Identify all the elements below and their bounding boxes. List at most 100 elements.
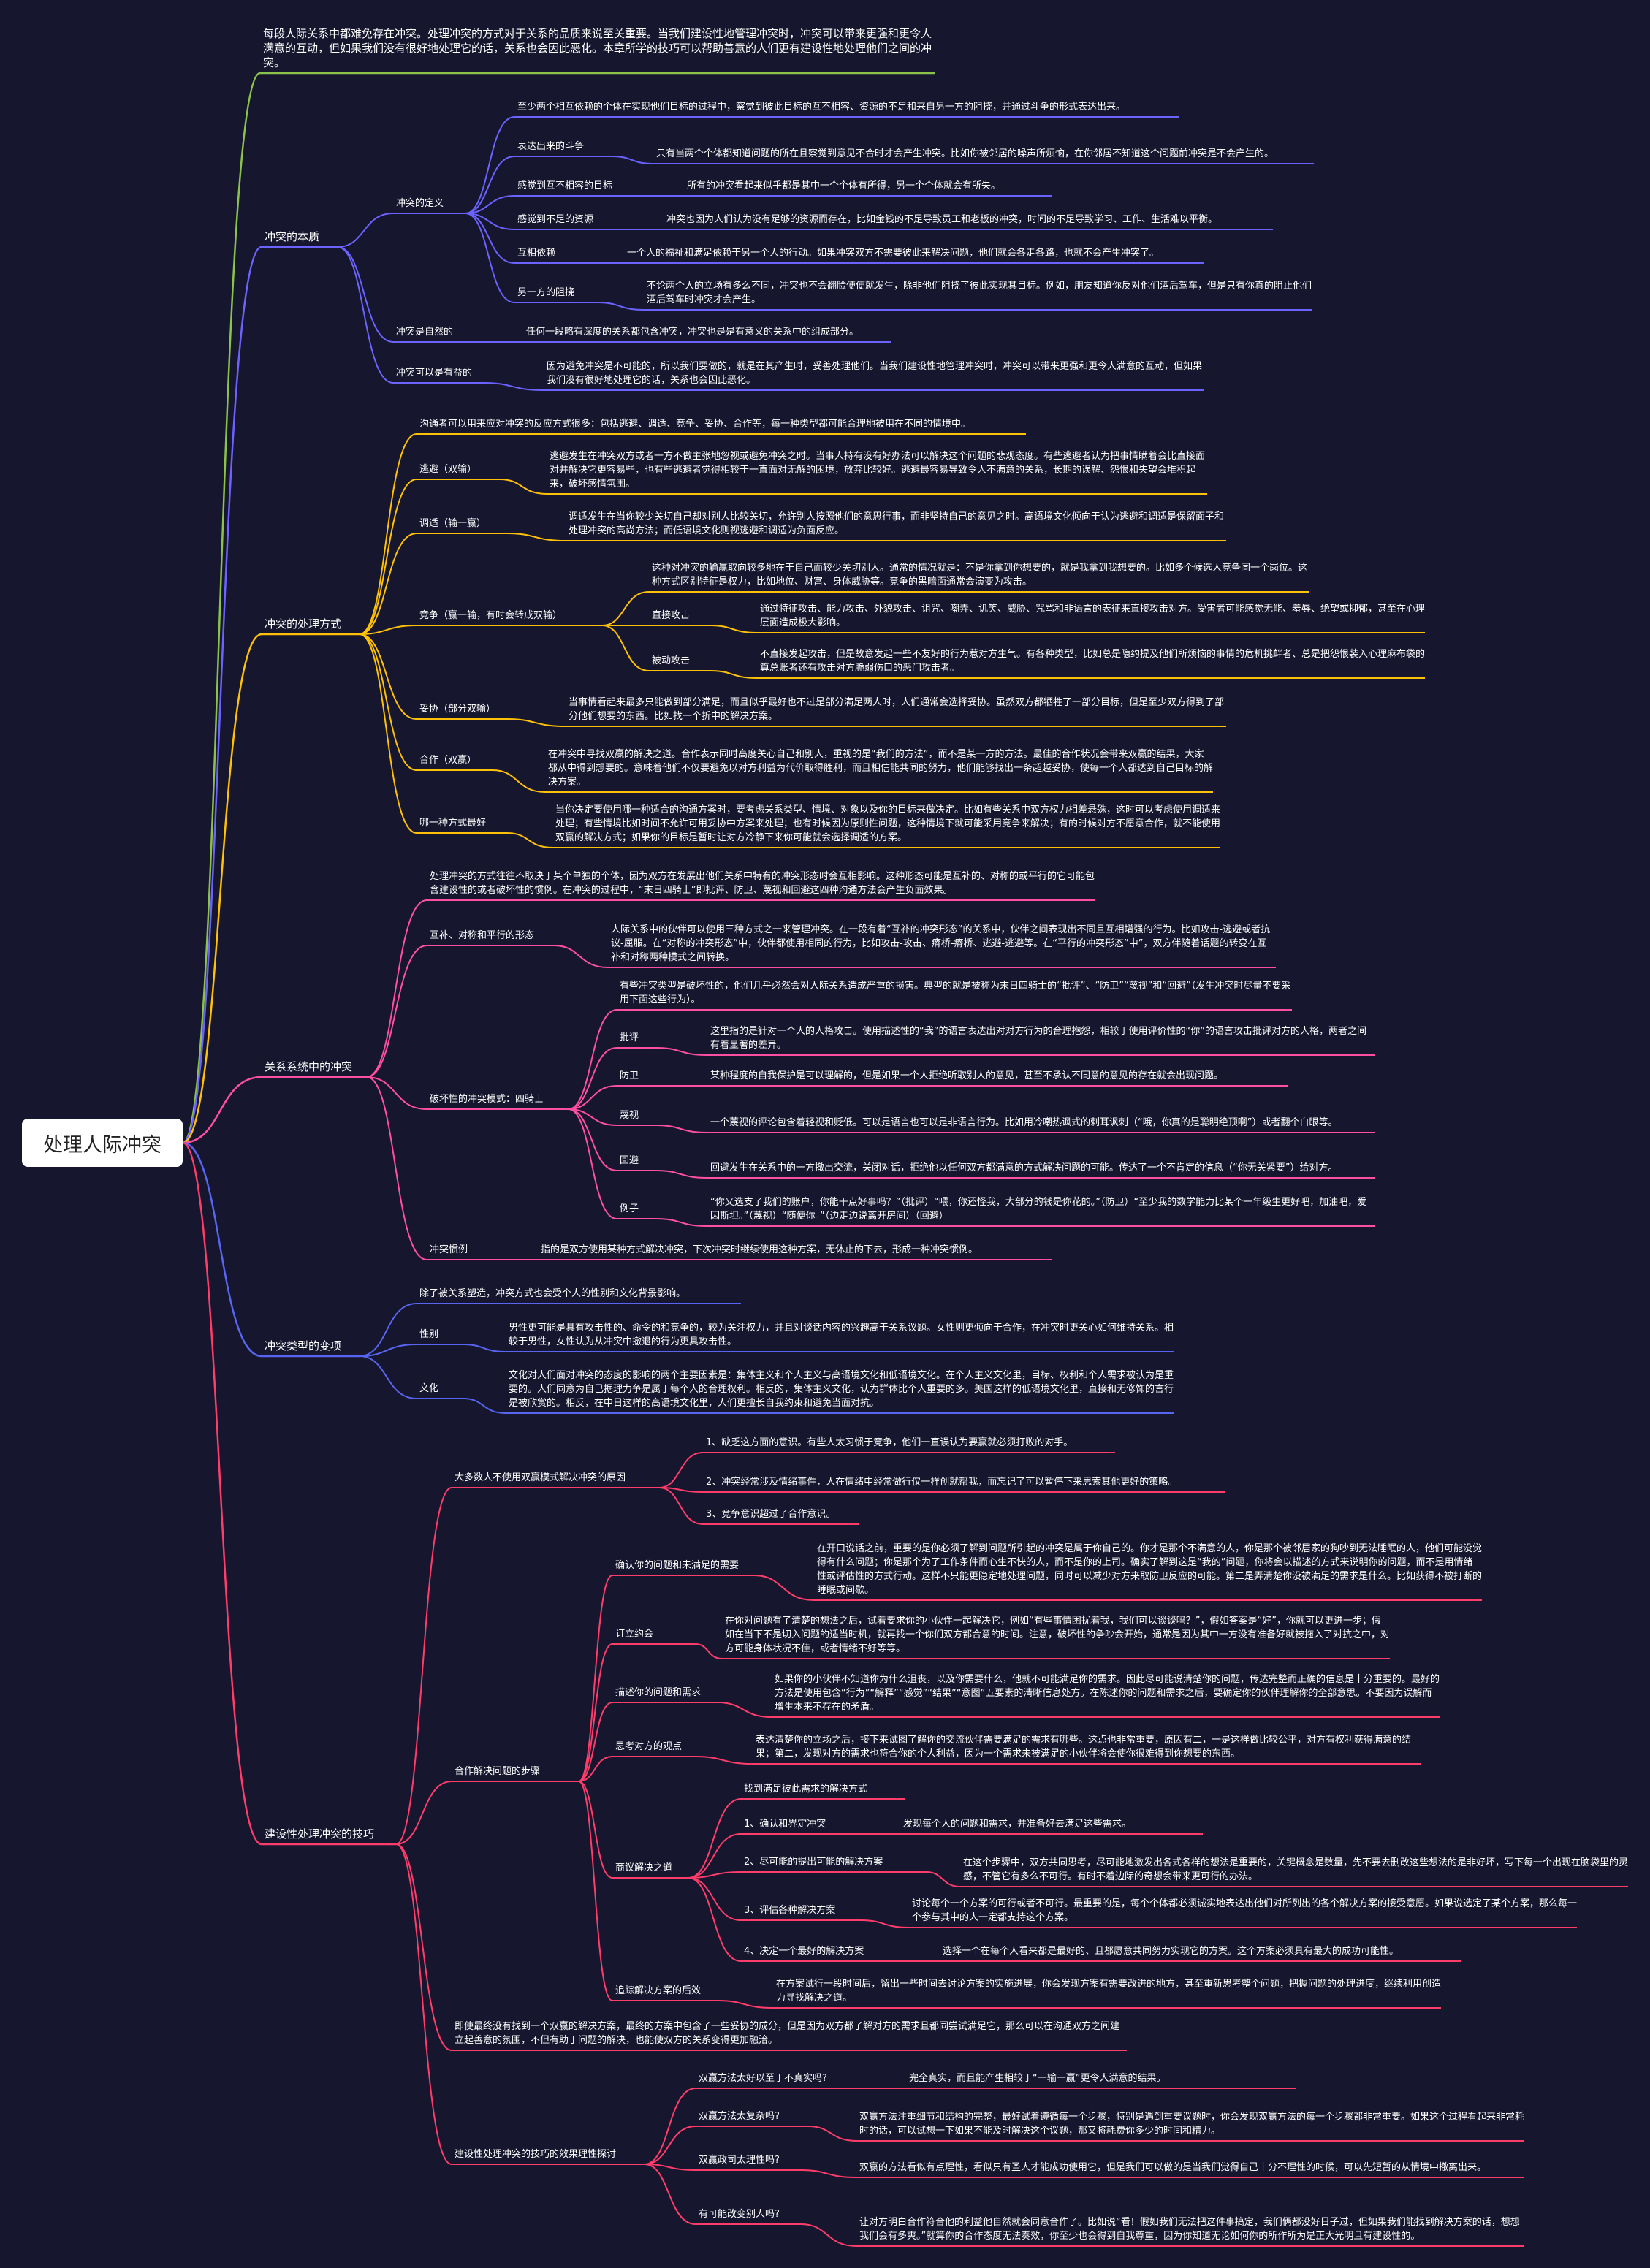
node-b1[interactable]: 逃避（双输）	[419, 464, 477, 475]
node-b[interactable]: 冲突的处理方式	[265, 617, 342, 631]
node-e2-4[interactable]: 思考对方的观点	[615, 1741, 683, 1752]
node-e2-5-2d[interactable]: 在这个步骤中，双方共同思考，尽可能地激发出各式各样的想法是重要的，关键概念是数量…	[963, 1857, 1629, 1882]
node-e3[interactable]: 即使最终没有找到一个双赢的解决方案，最终的方案中包含了一些妥协的成分，但是因为双…	[455, 2021, 1120, 2046]
node-c2-3d[interactable]: 一个蔑视的评论包含着轻视和贬低。可以是语言也可以是非语言行为。比如用冷嘲热讽式的…	[710, 1117, 1338, 1128]
node-b3bd[interactable]: 不直接发起攻击，但是故意发起一些不友好的行为惹对方生气。有各种类型，比如总是隐约…	[760, 649, 1426, 674]
node-a1-0[interactable]: 至少两个相互依赖的个体在实现他们目标的过程中，察觉到彼此目标的互不相容、资源的不…	[517, 102, 1126, 113]
node-e4-4[interactable]: 有可能改变别人吗?	[699, 2209, 780, 2220]
node-c2-4[interactable]: 回避	[620, 1155, 639, 1166]
node-b5[interactable]: 合作（双赢）	[419, 755, 477, 766]
node-b3d[interactable]: 这种对冲突的输赢取向较多地在于自己而较少关切别人。通常的情况就是：不是你拿到你想…	[652, 563, 1308, 587]
node-d0[interactable]: 除了被关系塑造，冲突方式也会受个人的性别和文化背景影响。	[419, 1288, 686, 1299]
node-e4-1d[interactable]: 完全真实，而且能产生相较于“一输一赢”更令人满意的结果。	[909, 2073, 1166, 2084]
node-e2-5-3[interactable]: 3、评估各种解决方案	[744, 1905, 836, 1916]
node-b2[interactable]: 调适（输一赢）	[419, 518, 487, 529]
link-e4-1	[644, 2088, 696, 2165]
node-e1-2[interactable]: 2、冲突经常涉及情绪事件，人在情绪中经常做行仅一样创就帮我，而忘记了可以暂停下来…	[706, 1477, 1178, 1488]
node-a1-5[interactable]: 另一方的阻挠	[517, 287, 575, 298]
node-d1[interactable]: 性别	[419, 1329, 439, 1340]
node-e2-5[interactable]: 商议解决之道	[615, 1862, 673, 1873]
node-c3[interactable]: 冲突惯例	[430, 1244, 468, 1255]
node-b3ad[interactable]: 通过特征攻击、能力攻击、外貌攻击、诅咒、嘲弄、讥笑、威胁、咒骂和非语言的表征来直…	[760, 604, 1426, 628]
node-c[interactable]: 关系系统中的冲突	[265, 1060, 353, 1073]
node-a1-5d[interactable]: 不论两个人的立场有多么不同，冲突也不会翻脸便便就发生，除非他们阻挠了彼此实现其目…	[647, 281, 1312, 305]
node-c2-2d[interactable]: 某种程度的自我保护是可以理解的，但是如果一个人拒绝听取别人的意见，甚至不承认不同…	[710, 1070, 1224, 1081]
node-e4-3d[interactable]: 双赢的方法看似有点理性，看似只有圣人才能成功使用它，但是我们可以做的是当我们觉得…	[859, 2162, 1487, 2173]
node-a3d[interactable]: 因为避免冲突是不可能的，所以我们要做的，就是在其产生时，妥善处理他们。当我们建设…	[547, 361, 1203, 386]
link-e2-5-2	[688, 1871, 742, 1879]
node-a[interactable]: 冲突的本质	[265, 230, 320, 243]
node-b1d[interactable]: 逃避发生在冲突双方或者一方不做主张地忽视或避免冲突之时。当事人持有没有好办法可以…	[550, 451, 1206, 490]
node-a1-1d[interactable]: 只有当两个个体都知道问题的所在且察觉到意见不合时才会产生冲突。比如你被邻居的噪声…	[656, 148, 1274, 159]
node-e2-6[interactable]: 追踪解决方案的后效	[615, 1985, 702, 1996]
node-a1-3d[interactable]: 冲突也因为人们认为没有足够的资源而存在，比如金钱的不足导致员工和老板的冲突，时间…	[666, 214, 1218, 225]
node-c2-1d[interactable]: 这里指的是针对一个人的人格攻击。使用描述性的“我”的语言表达出对对方行为的合理抱…	[710, 1026, 1366, 1051]
node-c1[interactable]: 互补、对称和平行的形态	[430, 930, 535, 941]
node-c2-4d[interactable]: 回避发生在关系中的一方撤出交流，关闭对话，拒绝他以任何双方都满意的方式解决问题的…	[710, 1162, 1338, 1173]
node-b4d[interactable]: 当事情看起来最多只能做到部分满足，而且似乎最好也不过是部分满足两人时，人们通常会…	[569, 697, 1225, 722]
node-c1d[interactable]: 人际关系中的伙伴可以使用三种方式之一来管理冲突。在一段有着“互补的冲突形态”的关…	[611, 924, 1271, 963]
node-e2-5-1d[interactable]: 发现每个人的问题和需求，并准备好去满足这些需求。	[903, 1819, 1132, 1830]
node-b5d[interactable]: 在冲突中寻找双赢的解决之道。合作表示同时高度关心自己和别人，重视的是“我们的方法…	[548, 749, 1214, 788]
link-a1-4	[465, 213, 515, 264]
node-a1-3[interactable]: 感觉到不足的资源	[517, 214, 594, 225]
root-node[interactable]: 处理人际冲突	[22, 1119, 183, 1167]
node-e4-4d[interactable]: 让对方明白合作符合他的利益他自然就会同意合作了。比如说“看！假如我们无法把这件事…	[859, 2217, 1520, 2242]
node-e2-3d[interactable]: 如果你的小伙伴不知道你为什么沮丧，以及你需要什么，他就不可能满足你的需求。因此尽…	[775, 1674, 1440, 1713]
node-a3[interactable]: 冲突可以是有益的	[396, 368, 473, 378]
node-e2-1d[interactable]: 在开口说话之前，重要的是你必须了解到问题所引起的冲突是属于你自己的。你才是那个不…	[817, 1543, 1483, 1596]
node-a2d[interactable]: 任何一段略有深度的关系都包含冲突，冲突也是是有意义的关系中的组成部分。	[526, 327, 859, 338]
node-c0[interactable]: 处理冲突的方式往往不取决于某个单独的个体，因为双方在发展出他们关系中特有的冲突形…	[430, 871, 1095, 896]
node-a1-2[interactable]: 感觉到互不相容的目标	[517, 180, 613, 191]
node-a1-4[interactable]: 互相依赖	[517, 248, 556, 259]
node-e2-5-4[interactable]: 4、决定一个最好的解决方案	[744, 1946, 864, 1957]
node-e4-2d[interactable]: 双赢方法注重细节和结构的完整，最好试着遵循每一个步骤，特别是遇到重要议题时，你会…	[859, 2112, 1525, 2136]
node-e4-2[interactable]: 双赢方法太复杂吗?	[699, 2111, 780, 2122]
node-e2[interactable]: 合作解决问题的步骤	[455, 1766, 541, 1777]
node-b0[interactable]: 沟通者可以用来应对冲突的反应方式很多：包括逃避、调适、竞争、妥协、合作等，每一种…	[419, 419, 971, 430]
node-a1-4d[interactable]: 一个人的福祉和满足依赖于另一个人的行动。如果冲突双方不需要彼此来解决问题，他们就…	[627, 248, 1160, 259]
node-e2-3[interactable]: 描述你的问题和需求	[615, 1687, 702, 1698]
node-e2-1[interactable]: 确认你的问题和未满足的需要	[615, 1560, 740, 1571]
node-c2-5d[interactable]: “你又选支了我们的账户，你能干点好事吗？”（批评）“喂，你还怪我，大部分的钱是你…	[710, 1197, 1367, 1222]
node-e2-5-0[interactable]: 找到满足彼此需求的解决方式	[744, 1784, 868, 1795]
node-e[interactable]: 建设性处理冲突的技巧	[265, 1827, 375, 1841]
node-b6[interactable]: 哪一种方式最好	[419, 818, 487, 829]
node-e2-5-4d[interactable]: 选择一个在每个人看来都是最好的、且都愿意共同努力实现它的方案。这个方案必须具有最…	[943, 1946, 1399, 1957]
node-e2-5-1[interactable]: 1、确认和界定冲突	[744, 1819, 826, 1830]
node-c2-1[interactable]: 批评	[620, 1032, 639, 1043]
node-b2d[interactable]: 调适发生在当你较少关切自己却对别人比较关切，允许别人按照他们的意思行事，而非坚持…	[569, 511, 1225, 536]
node-e2-2d[interactable]: 在你对问题有了清楚的想法之后，试着要求你的小伙伴一起解决它，例如“有些事情困扰着…	[725, 1616, 1391, 1654]
node-b6d[interactable]: 当你决定要使用哪一种适合的沟通方案时，要考虑关系类型、情境、对象以及你的目标来做…	[555, 804, 1221, 843]
node-b3[interactable]: 竞争（赢一输，有时会转成双输）	[419, 610, 563, 621]
node-d1d[interactable]: 男性更可能是具有攻击性的、命令的和竞争的，较为关注权力，并且对谈话内容的兴趣高于…	[509, 1323, 1174, 1347]
node-d2[interactable]: 文化	[419, 1383, 439, 1394]
node-e1-3[interactable]: 3、竞争意识超过了合作意识。	[706, 1509, 836, 1520]
node-e2-6d[interactable]: 在方案试行一段时间后，留出一些时间去讨论方案的实施进展，你会发现方案有需要改进的…	[776, 1979, 1442, 2003]
node-e1[interactable]: 大多数人不使用双赢模式解决冲突的原因	[455, 1472, 626, 1483]
node-d2d[interactable]: 文化对人们面对冲突的态度的影响的两个主要因素是：集体主义和个人主义与高语境文化和…	[509, 1370, 1174, 1409]
node-c2-3[interactable]: 蔑视	[620, 1110, 639, 1121]
node-c2[interactable]: 破坏性的冲突模式：四骑士	[430, 1094, 544, 1105]
node-e2-5-2[interactable]: 2、尽可能的提出可能的解决方案	[744, 1857, 883, 1868]
node-e4-1[interactable]: 双赢方法太好以至于不真实吗?	[699, 2073, 827, 2084]
node-a2[interactable]: 冲突是自然的	[396, 327, 454, 338]
node-a1-1[interactable]: 表达出来的斗争	[517, 141, 585, 152]
node-e2-4d[interactable]: 表达清楚你的立场之后，接下来试图了解你的交流伙伴需要满足的需求有哪些。这点也非常…	[756, 1735, 1412, 1759]
node-e4[interactable]: 建设性处理冲突的技巧的效果理性探讨	[455, 2149, 617, 2160]
node-intro[interactable]: 每段人际关系中都难免存在冲突。处理冲突的方式对于关系的品质来说至关重要。当我们建…	[263, 27, 932, 69]
node-c2-2[interactable]: 防卫	[620, 1070, 639, 1081]
node-e2-2[interactable]: 订立约会	[615, 1629, 654, 1640]
node-e4-3[interactable]: 双赢政司太理性吗?	[699, 2155, 780, 2166]
node-b4[interactable]: 妥协（部分双输）	[419, 704, 496, 715]
node-e2-5-3d[interactable]: 讨论每个一个方案的可行或者不可行。最重要的是，每个个体都必须诚实地表达出他们对所…	[912, 1898, 1578, 1923]
node-c3d[interactable]: 指的是双方使用某种方式解决冲突，下次冲突时继续使用这种方案，无休止的下去，形成一…	[541, 1244, 978, 1255]
node-a1[interactable]: 冲突的定义	[396, 198, 444, 209]
node-d[interactable]: 冲突类型的变项	[265, 1339, 342, 1352]
node-a1-2d[interactable]: 所有的冲突看起来似乎都是其中一个个体有所得，另一个个体就会有所失。	[687, 180, 1001, 191]
node-c2-0[interactable]: 有些冲突类型是破坏性的，他们几乎必然会对人际关系造成严重的损害。典型的就是被称为…	[620, 981, 1291, 1005]
node-c2-5[interactable]: 例子	[620, 1203, 639, 1214]
node-b3a[interactable]: 直接攻击	[652, 610, 691, 621]
node-e1-1[interactable]: 1、缺乏这方面的意识。有些人太习惯于竞争，他们一直误认为要赢就必须打败的对手。	[706, 1437, 1073, 1448]
node-b3b[interactable]: 被动攻击	[652, 655, 691, 666]
